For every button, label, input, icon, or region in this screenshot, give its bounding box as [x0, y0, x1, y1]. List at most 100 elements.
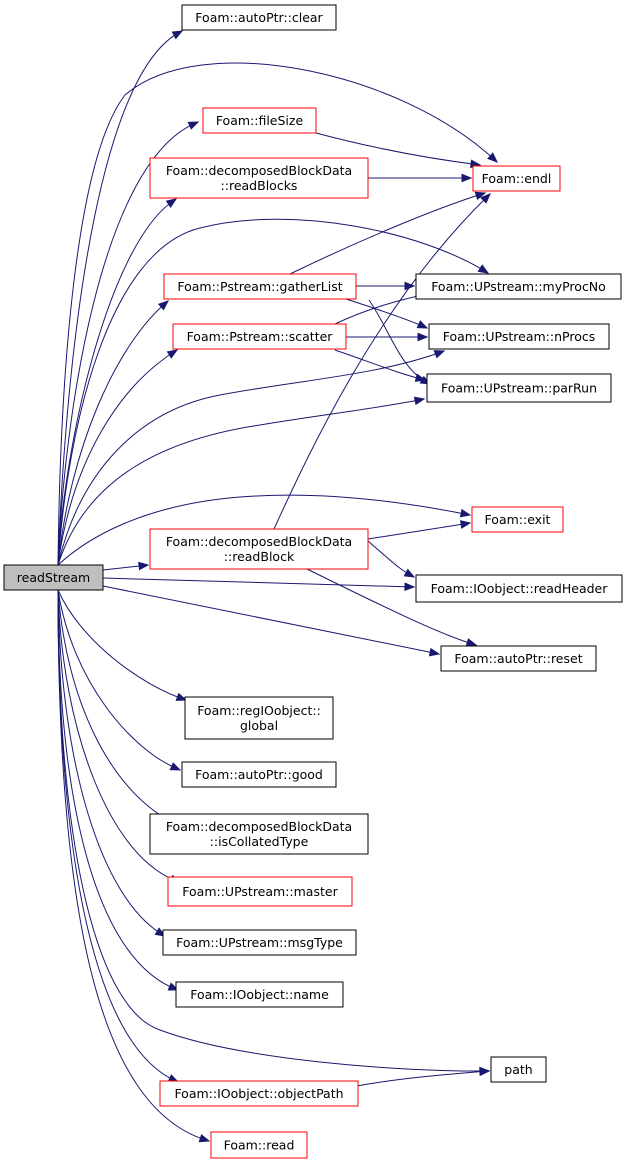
node-label: Foam::UPstream::master — [182, 884, 338, 899]
edge-line — [57, 121, 199, 566]
edge-line — [57, 300, 169, 566]
node-msgtype[interactable]: Foam::UPstream::msgType — [162, 929, 357, 956]
node-parrun[interactable]: Foam::UPstream::parRun — [426, 373, 612, 403]
node-label: ::isCollatedType — [210, 834, 309, 849]
edge-readStream-to-exit — [57, 494, 472, 566]
node-box — [471, 506, 564, 533]
node-scatter[interactable]: Foam::Pstream::scatter — [172, 323, 347, 350]
node-label: Foam::fileSize — [216, 113, 304, 128]
node-box — [181, 761, 337, 788]
node-read[interactable]: Foam::read — [210, 1131, 308, 1159]
node-filesize[interactable]: Foam::fileSize — [202, 107, 317, 134]
node-myprocno[interactable]: Foam::UPstream::myProcNo — [415, 273, 622, 300]
node-label: Foam::autoPtr::good — [195, 767, 323, 782]
edge-readStream-to-read — [57, 589, 211, 1143]
node-master[interactable]: Foam::UPstream::master — [167, 876, 353, 907]
node-box — [149, 813, 369, 855]
edge-line — [57, 30, 183, 566]
edge-arrowhead — [479, 1067, 491, 1077]
node-endl[interactable]: Foam::endl — [472, 165, 561, 192]
edge-readStream-to-isCollatedType — [57, 589, 174, 823]
node-readheader[interactable]: Foam::IOobject::readHeader — [415, 574, 623, 603]
edges-layer — [57, 30, 498, 1143]
node-label: Foam::autoPtr::clear — [195, 10, 323, 25]
edge-line — [345, 298, 428, 329]
node-box — [159, 1080, 359, 1107]
edge-readStream-to-readBlocks — [57, 198, 178, 566]
edge-arrowhead — [474, 191, 487, 200]
node-good[interactable]: Foam::autoPtr::good — [181, 761, 337, 788]
edge-line — [57, 62, 498, 566]
edge-readStream-to-endl — [57, 62, 498, 566]
edge-line — [57, 589, 173, 823]
node-label: Foam::UPstream::parRun — [441, 381, 597, 396]
edge-gatherList-to-parRun — [368, 299, 432, 385]
edge-arrowhead — [138, 561, 150, 571]
edge-readStream-to-parRun — [57, 396, 426, 566]
node-objectpath[interactable]: Foam::IOobject::objectPath — [159, 1080, 359, 1107]
node-label: Foam::Pstream::gatherList — [177, 279, 342, 294]
nodes-layer: readStream Foam::autoPtr::clearFoam::file… — [3, 4, 623, 1159]
edge-gatherList-to-myProcNo — [356, 281, 416, 291]
node-box — [415, 273, 622, 300]
edge-readBlock-to-exit — [367, 520, 472, 540]
edge-readStream-to-readBlock — [102, 561, 150, 571]
edge-arrowhead — [459, 520, 472, 529]
edge-readBlock-to-readHeader — [367, 540, 416, 578]
edge-arrowhead — [169, 762, 182, 771]
node-name[interactable]: Foam::IOobject::name — [175, 981, 344, 1008]
edge-arrowhead — [175, 692, 188, 701]
node-box — [167, 876, 353, 907]
node-label: Foam::UPstream::nProcs — [443, 329, 595, 344]
node-box — [149, 528, 369, 570]
node-path[interactable]: path — [490, 1056, 547, 1083]
node-readstream[interactable]: readStream — [3, 564, 104, 591]
node-box — [162, 929, 357, 956]
edge-readStream-to-msgType — [57, 589, 167, 937]
edge-readStream-to-reset — [102, 585, 441, 657]
edge-readStream-to-autoPtr_clear — [57, 30, 184, 566]
node-label: Foam::IOobject::readHeader — [431, 581, 609, 596]
edge-objectPath-to-path — [356, 1067, 491, 1087]
edge-arrowhead — [480, 193, 491, 204]
edge-line — [306, 568, 477, 646]
edge-line — [102, 577, 415, 588]
node-readblocks[interactable]: Foam::decomposedBlockData::readBlocks — [149, 157, 369, 199]
node-iscollatedtype[interactable]: Foam::decomposedBlockData::isCollatedTyp… — [149, 813, 369, 855]
node-box — [202, 107, 317, 134]
node-autoptr-clear[interactable]: Foam::autoPtr::clear — [181, 4, 337, 31]
edge-arrowhead — [187, 121, 200, 130]
node-label: Foam::autoPtr::reset — [454, 651, 582, 666]
node-nprocs[interactable]: Foam::UPstream::nProcs — [428, 323, 610, 350]
node-gatherlist[interactable]: Foam::Pstream::gatherList — [163, 273, 357, 300]
edge-line — [273, 193, 491, 530]
node-box — [172, 323, 347, 350]
edge-gatherList-to-nProcs — [345, 298, 429, 329]
edge-arrowhead — [413, 396, 426, 406]
node-label: global — [240, 718, 278, 733]
node-readblock[interactable]: Foam::decomposedBlockData::readBlock — [149, 528, 369, 570]
node-label: Foam::UPstream::msgType — [176, 935, 343, 950]
edge-scatter-to-nProcs — [346, 332, 429, 342]
edge-line — [57, 589, 179, 991]
edge-readStream-to-gatherList — [57, 300, 170, 566]
edge-readStream-to-good — [57, 589, 182, 771]
node-label: path — [504, 1062, 532, 1077]
edge-gatherList-to-endl — [289, 191, 487, 275]
edge-line — [57, 589, 166, 937]
edge-readBlock-to-reset — [306, 568, 478, 647]
node-reset[interactable]: Foam::autoPtr::reset — [440, 645, 597, 672]
node-regioobject-global[interactable]: Foam::regIOobject::global — [184, 696, 334, 740]
edge-readBlocks-to-endl — [368, 173, 473, 183]
edge-arrowhead — [414, 373, 427, 382]
edge-arrowhead — [416, 320, 429, 329]
edge-readStream-to-fileSize — [57, 121, 200, 566]
edge-line — [368, 299, 431, 385]
node-box — [175, 981, 344, 1008]
edge-arrowhead — [487, 152, 498, 163]
node-exit[interactable]: Foam::exit — [471, 506, 564, 533]
edge-line — [57, 350, 445, 566]
edge-line — [57, 589, 179, 1083]
edge-arrowhead — [433, 350, 446, 359]
